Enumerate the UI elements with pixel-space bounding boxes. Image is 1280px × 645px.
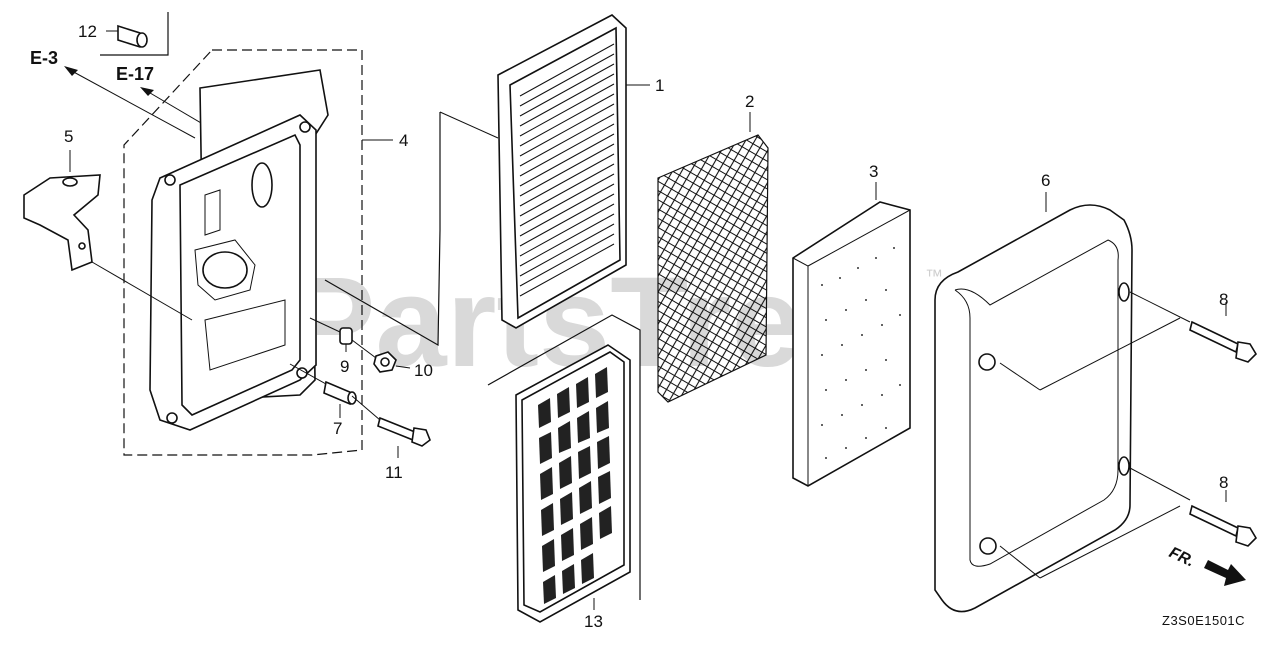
part-12-inset — [100, 12, 169, 56]
part-11-bolt[interactable] — [377, 416, 431, 458]
part-8-bolt-upper[interactable] — [1039, 291, 1258, 391]
callout-4[interactable]: 4 — [399, 131, 408, 150]
part-7-collar[interactable] — [323, 380, 357, 418]
callout-5[interactable]: 5 — [64, 127, 73, 146]
callout-8-lower[interactable]: 8 — [1219, 473, 1228, 492]
part-13-screen-grid[interactable] — [487, 314, 641, 623]
callout-13[interactable]: 13 — [584, 612, 603, 631]
callout-3[interactable]: 3 — [869, 162, 878, 181]
part-12-pin[interactable] — [117, 24, 148, 48]
part-3-foam-element[interactable] — [792, 182, 911, 487]
part-1-filter-element[interactable] — [497, 14, 650, 329]
callout-1[interactable]: 1 — [655, 76, 664, 95]
callout-2[interactable]: 2 — [745, 92, 754, 111]
callout-6[interactable]: 6 — [1041, 171, 1050, 190]
part-2-mesh-screen[interactable] — [657, 112, 769, 403]
reference-e17[interactable]: E-17 — [116, 64, 154, 84]
callout-10[interactable]: 10 — [414, 361, 433, 380]
part-8-bolt-lower[interactable] — [1039, 467, 1258, 579]
arrow-right-icon — [1204, 560, 1246, 586]
reference-e3[interactable]: E-3 — [30, 48, 58, 68]
front-direction-marker: FR. — [1166, 544, 1246, 586]
part-6-air-cleaner-cover[interactable] — [934, 192, 1133, 613]
diagram-code: Z3S0E1501C — [1162, 613, 1245, 628]
part-5-bracket[interactable] — [23, 150, 193, 321]
callout-8-upper[interactable]: 8 — [1219, 290, 1228, 309]
callout-7[interactable]: 7 — [333, 419, 342, 438]
callout-9[interactable]: 9 — [340, 357, 349, 376]
callout-12[interactable]: 12 — [78, 22, 97, 41]
callout-11[interactable]: 11 — [385, 463, 403, 482]
part-10-nut[interactable] — [373, 351, 411, 373]
front-label: FR. — [1166, 544, 1197, 570]
watermark-trademark: ™ — [925, 266, 943, 286]
part-9-collar[interactable] — [339, 327, 353, 352]
part-4-air-cleaner-case[interactable] — [123, 49, 393, 456]
